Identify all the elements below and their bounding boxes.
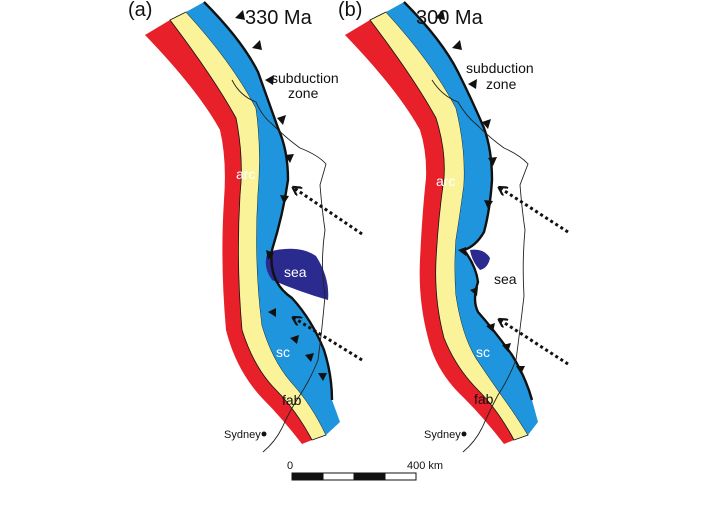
motion-arrow-2	[500, 320, 569, 366]
scale-bar: 0 400 km	[287, 460, 443, 481]
arc-belt	[145, 20, 312, 444]
scale-start-label: 0	[287, 460, 293, 472]
city-label: Sydney	[224, 429, 261, 441]
panel-b: (b) 300 Ma subduction zone arc sea sc fa…	[338, 0, 569, 453]
arc-label: arc	[436, 173, 455, 189]
scale-segment	[353, 472, 386, 481]
sydney-marker	[461, 431, 467, 437]
sydney-marker	[261, 431, 267, 437]
coastline	[231, 79, 327, 453]
motion-arrow-1	[500, 188, 569, 234]
sea-label: sea	[284, 264, 307, 280]
scale-end-label: 400 km	[407, 460, 443, 472]
fab-label: fab	[474, 391, 494, 407]
subduction-complex	[186, 2, 340, 435]
coastline	[431, 79, 529, 453]
sea-basin	[265, 248, 329, 300]
city-label: Sydney	[424, 429, 461, 441]
panel-letter: (b)	[338, 0, 362, 21]
subduction-zone-label: zone	[288, 85, 319, 101]
sc-label: sc	[276, 344, 290, 360]
age-label: 300 Ma	[416, 7, 484, 29]
subduction-label: subduction	[271, 70, 339, 86]
sc-label: sc	[476, 344, 490, 360]
motion-arrow-2	[294, 318, 363, 362]
sea-label: sea	[494, 271, 517, 287]
motion-arrow-1	[294, 188, 363, 236]
scale-segment	[322, 472, 355, 481]
arc-label: arc	[236, 166, 255, 182]
fold-thrust-belt	[369, 11, 529, 441]
subduction-complex	[386, 2, 538, 435]
scale-segment	[291, 472, 324, 481]
subduction-label: subduction	[466, 60, 534, 76]
subduction-zone-label: zone	[486, 76, 517, 92]
scale-segment	[384, 472, 417, 481]
fab-label: fab	[282, 392, 302, 408]
thrust-teeth	[235, 10, 327, 381]
panel-a: (a) 330 Ma subduction zone arc sea sc fa…	[128, 0, 363, 453]
thrust-teeth	[435, 10, 525, 374]
panel-letter: (a)	[128, 0, 152, 21]
sea-basin	[470, 249, 490, 270]
arc-belt	[345, 20, 514, 444]
age-label: 330 Ma	[245, 7, 313, 29]
